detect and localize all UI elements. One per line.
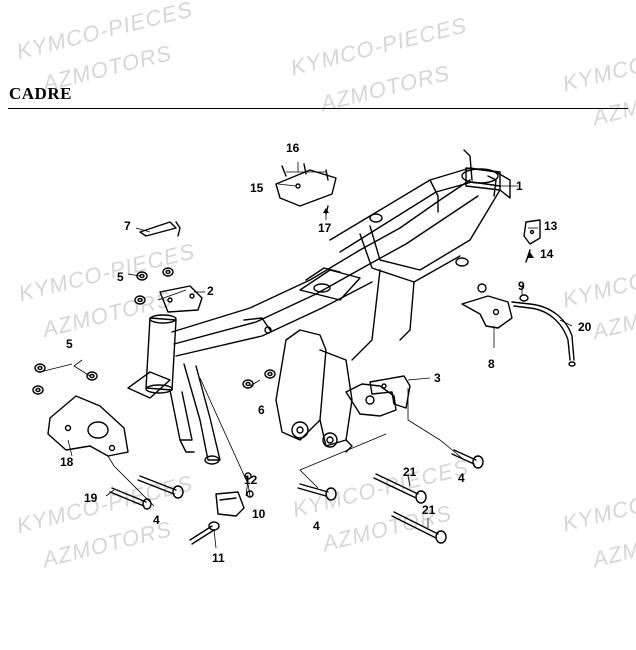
callout-5: 5 xyxy=(66,337,73,351)
callout-8: 8 xyxy=(488,357,495,371)
part-13-bracket xyxy=(523,219,541,245)
callout-6: 6 xyxy=(258,403,265,417)
arrow-markers xyxy=(323,208,534,258)
callout-12: 12 xyxy=(244,473,258,487)
part-4-bolt-right xyxy=(451,449,484,469)
callout-7: 7 xyxy=(124,219,131,233)
callout-9: 9 xyxy=(518,279,525,293)
part-20-cable xyxy=(511,301,576,367)
callout-20: 20 xyxy=(578,320,592,334)
part-4-bolt-left xyxy=(137,475,184,499)
callout-3: 3 xyxy=(434,371,441,385)
title-divider xyxy=(8,108,628,109)
part-8-bracket xyxy=(461,283,513,329)
part-3-bracket xyxy=(369,375,411,409)
part-5-nuts-upper xyxy=(134,267,174,305)
callout-16: 16 xyxy=(286,141,300,155)
part-18-engine-hanger xyxy=(47,395,129,457)
part-2-bracket xyxy=(159,285,203,313)
callout-4: 4 xyxy=(313,519,320,533)
callout-14: 14 xyxy=(540,247,554,261)
part-4-bolt-center xyxy=(297,483,337,501)
part-10-rubber-mount xyxy=(215,490,254,517)
part-9-nut xyxy=(519,294,529,302)
part-6-nuts xyxy=(242,369,276,389)
part-5-nuts-lower xyxy=(32,363,98,395)
part-21-bolt-lower xyxy=(391,511,447,544)
part-11-bolt xyxy=(189,521,220,545)
main-frame xyxy=(127,149,511,465)
callout-21: 21 xyxy=(403,465,417,479)
callout-4: 4 xyxy=(153,513,160,527)
leader-lines xyxy=(39,162,573,549)
callout-17: 17 xyxy=(318,221,332,235)
callout-18: 18 xyxy=(60,455,74,469)
callout-10: 10 xyxy=(252,507,266,521)
part-7-clip xyxy=(139,221,181,237)
callout-1: 1 xyxy=(516,179,523,193)
part-12-nut xyxy=(244,472,252,480)
part-19-bolt xyxy=(109,487,152,510)
callout-5: 5 xyxy=(117,270,124,284)
part-21-bolt-upper xyxy=(373,473,427,504)
callout-4: 4 xyxy=(458,471,465,485)
callout-2: 2 xyxy=(207,284,214,298)
callout-15: 15 xyxy=(250,181,264,195)
callout-21: 21 xyxy=(422,503,436,517)
callout-19: 19 xyxy=(84,491,98,505)
callout-11: 11 xyxy=(212,551,225,565)
page-title: CADRE xyxy=(9,84,72,103)
part-14-screw xyxy=(525,249,531,263)
callout-13: 13 xyxy=(544,219,558,233)
